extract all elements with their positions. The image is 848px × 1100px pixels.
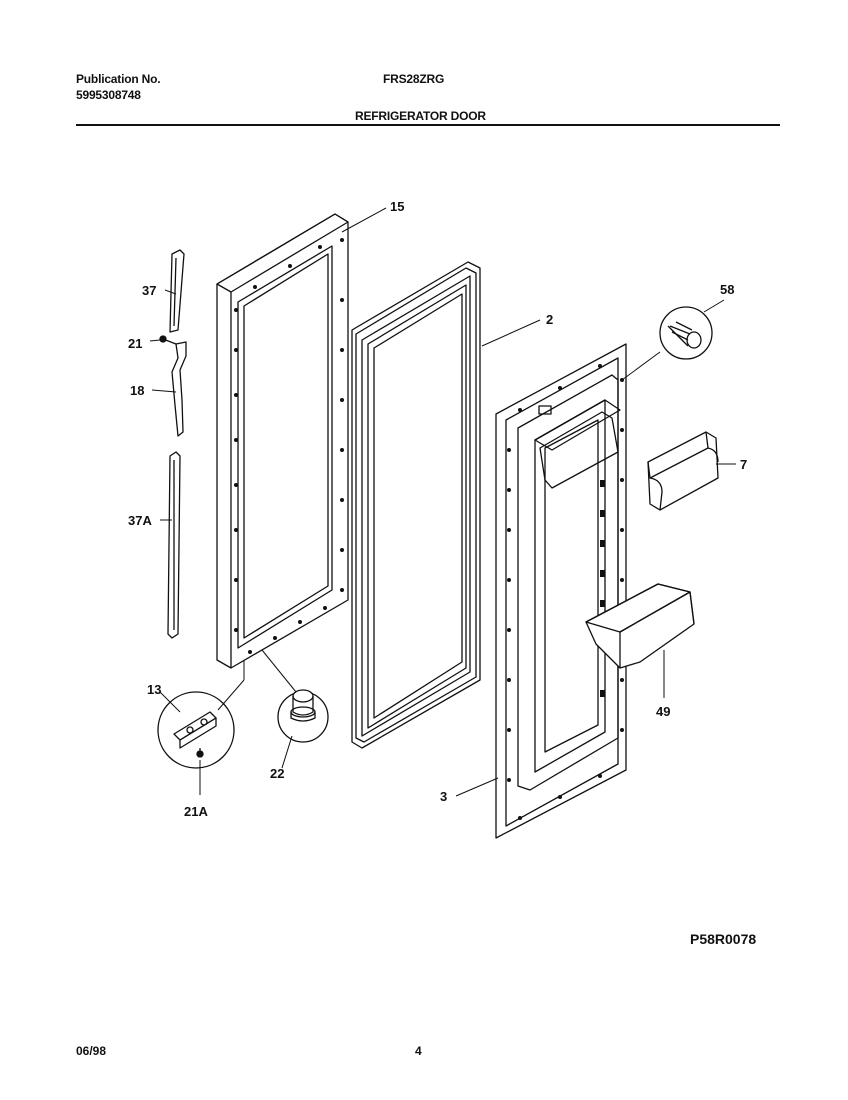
trim-strip-37a [167, 451, 181, 639]
part-label-22: 22 [270, 766, 284, 781]
screw-58-detail [659, 306, 713, 360]
hinge-18 [171, 341, 187, 437]
door-liner-3 [495, 343, 627, 839]
door-bin-49 [585, 583, 695, 669]
dairy-door-7 [647, 431, 719, 511]
door-frame-15 [216, 213, 349, 669]
part-label-2: 2 [546, 312, 553, 327]
part-label-21a: 21A [184, 804, 208, 819]
trim-strip-37 [169, 249, 185, 333]
screw-21 [159, 335, 177, 345]
door-stop-22-detail [277, 689, 329, 743]
part-label-18: 18 [130, 383, 144, 398]
part-label-3: 3 [440, 789, 447, 804]
part-label-37a: 37A [128, 513, 152, 528]
part-label-49: 49 [656, 704, 670, 719]
section-title: REFRIGERATOR DOOR [355, 109, 486, 123]
page-number: 4 [415, 1044, 422, 1058]
publication-number: 5995308748 [76, 88, 141, 102]
leader-lines [149, 207, 736, 797]
part-label-15: 15 [390, 199, 404, 214]
part-label-7: 7 [740, 457, 747, 472]
bracket-13-detail [157, 691, 235, 769]
footer-date: 06/98 [76, 1044, 107, 1058]
publication-label: Publication No. [76, 72, 161, 86]
header-rule [76, 124, 780, 126]
door-gasket-2 [351, 261, 481, 749]
part-label-21: 21 [128, 336, 142, 351]
part-label-58: 58 [720, 282, 734, 297]
part-label-13: 13 [147, 682, 161, 697]
part-label-37: 37 [142, 283, 156, 298]
model-number: FRS28ZRG [383, 72, 445, 86]
drawing-id: P58R0078 [690, 931, 757, 947]
